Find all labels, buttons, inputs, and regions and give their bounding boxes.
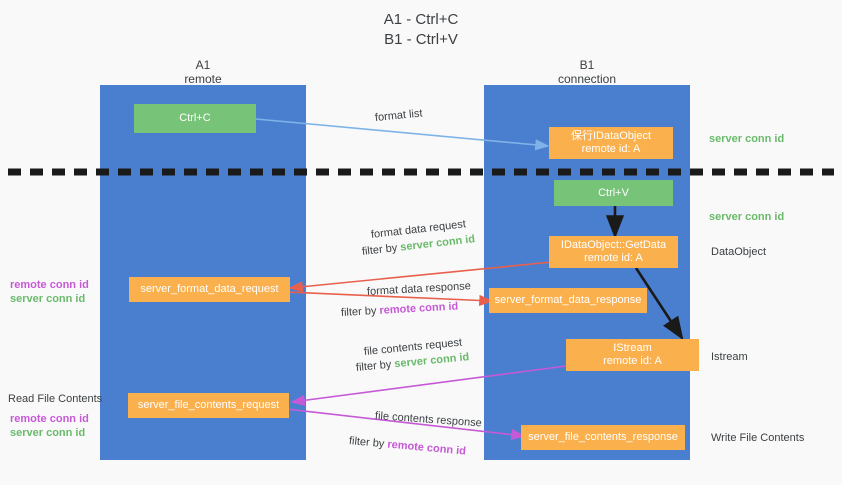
- filter-prefix-3: filter by: [355, 358, 392, 374]
- annotation-write-file-contents-text: Write File Contents: [711, 432, 805, 444]
- node-getdata-line-2: remote id: A: [584, 252, 643, 264]
- annotation-left-conn-ids-lower: remote conn id server conn id: [10, 412, 89, 440]
- edge-label-file-contents-response-text: file contents response: [374, 410, 483, 430]
- edge-label-format-data-response-filter: filter by remote conn id: [341, 299, 459, 320]
- annotation-server-conn-id-upper: server conn id: [10, 293, 86, 305]
- node-istream-line-2: remote id: A: [603, 355, 662, 367]
- node-ctrl-v[interactable]: Ctrl+V: [554, 180, 673, 206]
- lane-header-a1-name: A1: [195, 58, 211, 72]
- lane-header-a1-sub: remote: [184, 72, 222, 86]
- annotation-left-conn-ids-upper: remote conn id server conn id: [10, 278, 89, 306]
- edge-label-file-contents-response: file contents response: [375, 409, 483, 430]
- edge-label-format-list-text: format list: [374, 107, 424, 124]
- node-server-file-contents-response-label: server_file_contents_response: [528, 431, 678, 443]
- annotation-server-conn-id-lower: server conn id: [10, 427, 86, 439]
- filter-value-remote-conn-id-1: remote conn id: [379, 300, 459, 317]
- node-ctrl-v-label: Ctrl+V: [598, 186, 629, 199]
- edge-label-file-contents-response-filter: filter by remote conn id: [348, 434, 466, 459]
- node-istream[interactable]: IStream remote id: A: [566, 339, 699, 371]
- node-istream-line-1: IStream: [613, 342, 652, 354]
- edge-label-format-list: format list: [374, 106, 423, 125]
- node-ctrl-c[interactable]: Ctrl+C: [134, 104, 256, 133]
- lane-header-b1: B1 connection: [484, 58, 690, 86]
- annotation-read-file-contents-text: Read File Contents: [8, 393, 103, 405]
- edge-label-format-data-response-text: format data response: [366, 280, 472, 298]
- node-server-file-contents-request[interactable]: server_file_contents_request: [128, 393, 289, 418]
- lane-header-b1-sub: connection: [557, 72, 617, 86]
- node-getdata-line-1: IDataObject::GetData: [560, 239, 667, 251]
- annotation-istream: Istream: [711, 350, 748, 364]
- node-server-format-data-response-label: server_format_data_response: [494, 294, 642, 306]
- node-getdata[interactable]: IDataObject::GetData remote id: A: [549, 236, 678, 268]
- annotation-server-conn-id-top-text: server conn id: [709, 133, 785, 145]
- title-line-2: B1 - Ctrl+V: [384, 31, 458, 48]
- annotation-remote-conn-id-lower: remote conn id: [10, 413, 89, 425]
- node-idataobject-line-2: remote id: A: [581, 143, 641, 155]
- annotation-dataobject: DataObject: [711, 245, 766, 259]
- annotation-dataobject-text: DataObject: [711, 246, 767, 258]
- annotation-remote-conn-id-upper: remote conn id: [10, 279, 89, 291]
- filter-prefix-1: filter by: [361, 242, 398, 258]
- filter-prefix-4: filter by: [348, 435, 385, 451]
- node-server-format-data-response[interactable]: server_format_data_response: [489, 288, 647, 313]
- edge-label-format-data-response: format data response: [367, 279, 472, 299]
- annotation-read-file-contents: Read File Contents: [8, 392, 102, 406]
- filter-value-remote-conn-id-2: remote conn id: [386, 438, 467, 458]
- node-server-format-data-request-label: server_format_data_request: [140, 283, 279, 295]
- lane-header-b1-name: B1: [579, 58, 595, 72]
- title-line-1: A1 - Ctrl+C: [383, 11, 459, 28]
- annotation-istream-text: Istream: [711, 351, 748, 363]
- annotation-server-conn-id-top: server conn id: [709, 132, 784, 146]
- node-ctrl-c-label: Ctrl+C: [179, 112, 211, 124]
- node-server-file-contents-request-label: server_file_contents_request: [137, 399, 280, 411]
- annotation-server-conn-id-mid: server conn id: [709, 210, 784, 224]
- node-idataobject-line-1: 保行IDataObject: [570, 130, 652, 142]
- node-idataobject[interactable]: 保行IDataObject remote id: A: [549, 127, 673, 159]
- annotation-write-file-contents: Write File Contents: [711, 431, 804, 445]
- diagram-title: A1 - Ctrl+C B1 - Ctrl+V: [0, 10, 842, 50]
- node-server-format-data-request[interactable]: server_format_data_request: [129, 277, 290, 302]
- annotation-server-conn-id-mid-text: server conn id: [709, 211, 785, 223]
- filter-prefix-2: filter by: [340, 305, 377, 319]
- node-server-file-contents-response[interactable]: server_file_contents_response: [521, 425, 685, 450]
- lane-header-a1: A1 remote: [100, 58, 306, 86]
